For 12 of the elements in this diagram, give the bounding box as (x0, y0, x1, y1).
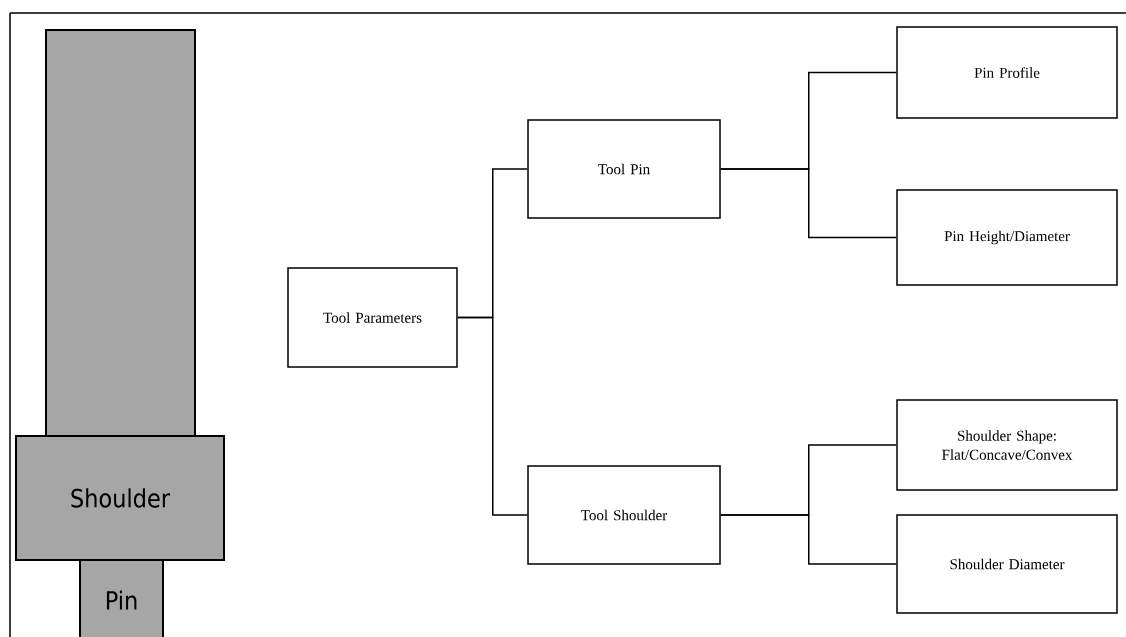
node-label: Pin (106, 590, 137, 610)
parameter-box: Pin Profile (896, 26, 1118, 119)
parameter-box: Shoulder Shape: Flat/Concave/Convex (896, 399, 1118, 491)
connector-line (457, 316, 528, 516)
connector-line (720, 514, 897, 565)
tool-part: Pin (79, 559, 164, 637)
parameter-box: Shoulder Diameter (896, 514, 1118, 614)
parameter-box: Tool Parameters (287, 267, 458, 368)
parameter-box: Tool Shoulder (527, 465, 721, 565)
connector-line (720, 168, 897, 239)
parameter-box: Tool Pin (527, 119, 721, 219)
parameter-box: Pin Height/Diameter (896, 189, 1118, 286)
